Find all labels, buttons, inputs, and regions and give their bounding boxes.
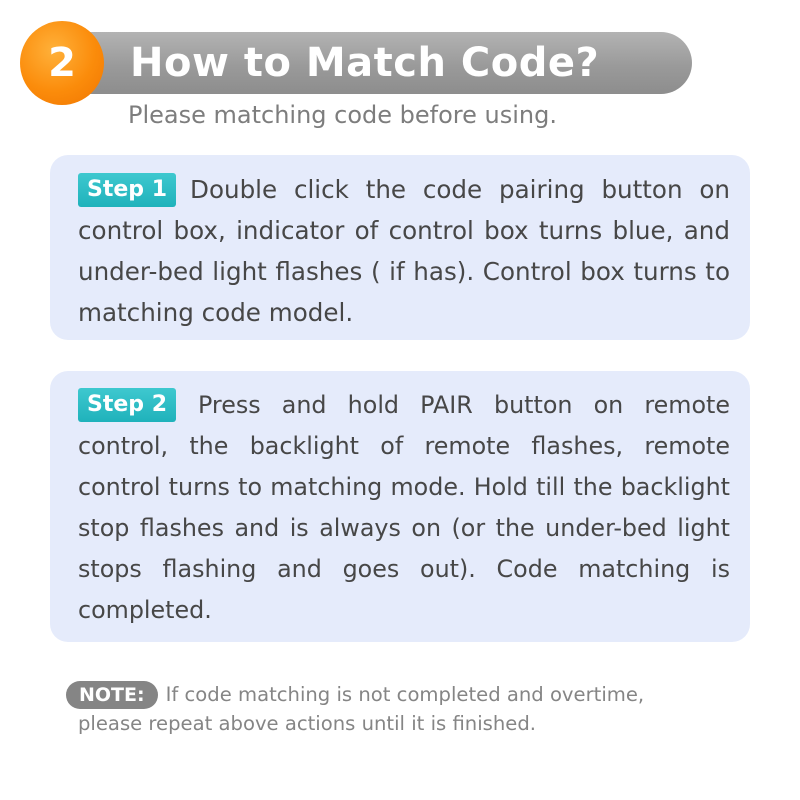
page-title: How to Match Code? (130, 40, 600, 86)
step-2-text: Press and hold PAIR button on remote con… (78, 391, 730, 624)
page-subtitle: Please matching code before using. (128, 101, 557, 129)
note-text-1: If code matching is not completed and ov… (165, 683, 645, 706)
note-badge: NOTE: (66, 681, 158, 709)
note-line-1: NOTE: If code matching is not completed a… (66, 680, 746, 709)
section-number-badge: 2 (20, 21, 104, 105)
step-1-badge: Step 1 (78, 173, 176, 207)
step-1-text: Double click the code pairing button on … (78, 175, 730, 327)
title-bar (60, 32, 692, 94)
note-line-2: please repeat above actions until it is … (78, 712, 537, 735)
note-section: NOTE: If code matching is not completed a… (66, 680, 746, 738)
step-2-badge: Step 2 (78, 388, 176, 422)
